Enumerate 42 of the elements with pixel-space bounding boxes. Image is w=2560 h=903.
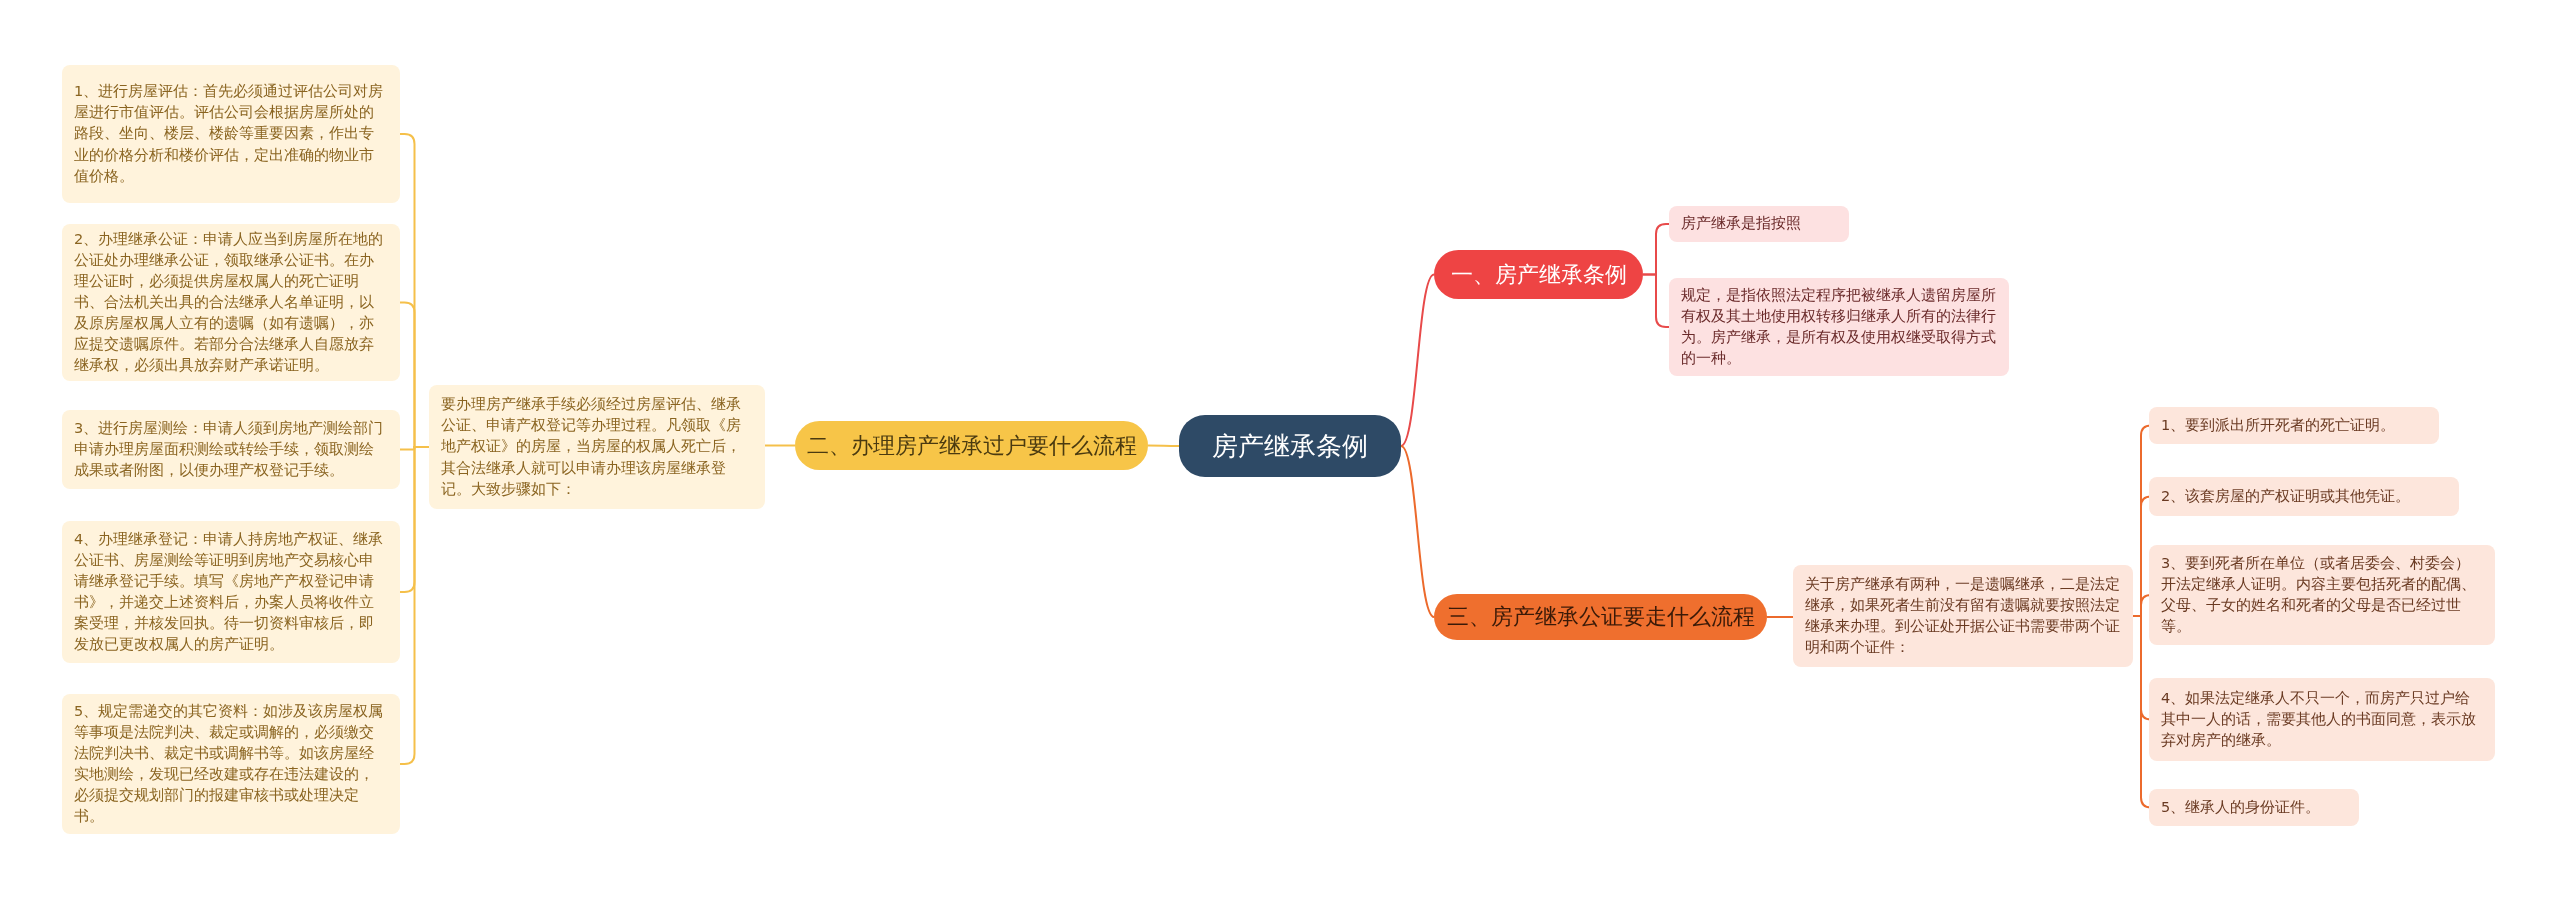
note-text: 关于房产继承有两种，一是遗嘱继承，二是法定继承，如果死者生前没有留有遗嘱就要按照法定继承来办理。到公证处开据公证书需要带两个证明和两个证件： xyxy=(1805,574,2121,657)
text-card xyxy=(2149,477,2459,516)
connector-line xyxy=(399,446,430,765)
note-text: 4、办理继承登记：申请人持房地产权证、继承公证书、房屋测绘等证明到房地产交易核心申请继承登记手续。填写《房地产产权登记申请书》，并递交上述资料后，办案人员将收件立案受理，并核发回执。待一切资料审核后，即发放已更改权属人的房产证明。 xyxy=(74,529,385,655)
text-card xyxy=(2149,407,2439,444)
note-text: 2、办理继承公证：申请人应当到房屋所在地的公证处办理继承公证，领取继承公证书。在办理公证时，必须提供房屋权属人的死亡证明书、合法机关出具的合法继承人名单证明，以及原房屋权属人立有的遗嘱（如有遗嘱），亦应提交遗嘱原件。若部分合法继承人自愿放弃继承权，必须出具放弃财产承诺证明。 xyxy=(74,229,385,376)
connector-line xyxy=(1400,445,1435,618)
note-text: 房产继承是指按照 xyxy=(1681,214,1801,234)
note-text: 5、规定需递交的其它资料：如涉及该房屋权属等事项是法院判决、裁定或调解的，必须缴交法院判决书、裁定书或调解书等。如该房屋经实地测绘，发现已经改建或存在违法建设的，必须提交规划部门的报建审核书或处理决定书。 xyxy=(74,701,385,827)
note-text: 规定，是指依照法定程序把被继承人遗留房屋所有权及其土地使用权转移归继承人所有的法律行为。房产继承，是所有权及使用权继受取得方式的一种。 xyxy=(1681,285,1997,368)
note-text: 要办理房产继承手续必须经过房屋评估、继承公证、申请产权登记等办理过程。凡领取《房地产权证》的房屋，当房屋的权属人死亡后，其合法继承人就可以申请办理该房屋继承登记。大致步骤如下： xyxy=(441,395,742,499)
topic-label: 一、房产继承条例 xyxy=(1450,260,1627,289)
connector-line xyxy=(1642,273,1670,328)
note-text: 4、如果法定继承人不只一个，而房产只过户给其中一人的话，需要其他人的书面同意，表示放弃对房产的继承。 xyxy=(2161,688,2477,750)
note-text: 2、该套房屋的产权证明或其他凭证。 xyxy=(2161,487,2411,506)
text-card xyxy=(1793,565,2133,667)
text-card xyxy=(62,410,400,489)
connector-line xyxy=(1147,444,1180,447)
topic-label: 二、办理房产继承过户要什么流程 xyxy=(806,431,1137,460)
central-topic xyxy=(1179,415,1401,477)
connector-line xyxy=(764,444,796,447)
text-card xyxy=(2149,545,2495,645)
text-card xyxy=(2149,789,2359,826)
text-card xyxy=(62,521,400,663)
text-card xyxy=(1669,206,1849,242)
note-text: 3、要到死者所在单位（或者居委会、村委会）开法定继承人证明。内容主要包括死者的配偶、父母、子女的姓名和死者的父母是否已经过世等。 xyxy=(2161,553,2477,636)
note-text: 5、继承人的身份证件。 xyxy=(2161,798,2321,817)
connector-line xyxy=(1766,616,1794,618)
text-card xyxy=(62,65,400,203)
branch-topic xyxy=(795,421,1148,470)
text-card xyxy=(429,385,765,509)
text-card xyxy=(2149,678,2495,761)
branch-topic xyxy=(1434,594,1767,640)
connector-line xyxy=(1400,273,1435,447)
note-text: 3、进行房屋测绘：申请人须到房地产测绘部门申请办理房屋面积测绘或转绘手续，领取测绘成果或者附图，以便办理产权登记手续。 xyxy=(74,418,385,480)
note-text: 1、要到派出所开死者的死亡证明。 xyxy=(2161,416,2396,435)
text-card xyxy=(62,694,400,834)
topic-label: 房产继承条例 xyxy=(1212,429,1368,463)
note-text: 1、进行房屋评估：首先必须通过评估公司对房屋进行市值评估。评估公司会根据房屋所处的路段、坐向、楼层、楼龄等重要因素，作出专业的价格分析和楼价评估，定出准确的物业市值价格。 xyxy=(74,82,385,186)
text-card xyxy=(1669,278,2009,376)
branch-topic xyxy=(1434,250,1643,299)
topic-label: 三、房产继承公证要走什么流程 xyxy=(1446,603,1755,631)
